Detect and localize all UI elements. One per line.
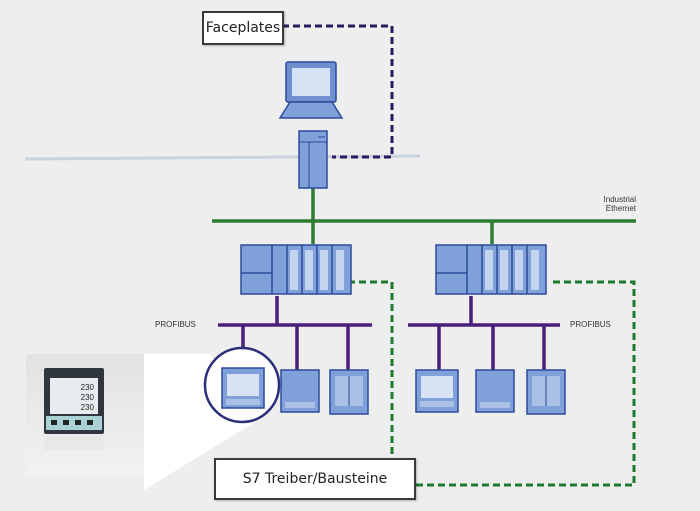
drive-module-right-icon [526,369,566,415]
industrial-ethernet-label-line2: Ethernet [605,204,636,213]
reading-1: 230 [81,383,95,392]
io-module-left-icon [280,369,320,413]
pc-monitor-icon [278,61,344,119]
profibus-label-right: PROFIBUS [570,320,611,329]
server-tower-icon [298,130,328,189]
power-meter-left-icon [221,367,265,409]
power-meter-photo: 230 230 230 [44,368,104,450]
power-meter-right-icon [415,369,459,413]
profibus-label-left: PROFIBUS [155,320,196,329]
industrial-ethernet-label-line1: Industrial [603,195,636,204]
plc-rack-left-icon [240,244,352,295]
reading-3: 230 [81,403,95,412]
driver-link-right [416,280,636,487]
driver-link-left [337,280,394,460]
faint-backbone-line [24,154,421,161]
s7-driver-label: S7 Treiber/Bausteine [214,458,416,500]
reading-2: 230 [81,393,95,402]
plc-rack-right-icon [435,244,547,295]
faceplates-link [282,24,394,159]
industrial-ethernet-label: Industrial Ethernet [596,195,636,213]
faceplates-label: Faceplates [202,11,284,45]
io-module-right-icon [475,369,515,413]
drive-module-left-icon [329,369,369,415]
